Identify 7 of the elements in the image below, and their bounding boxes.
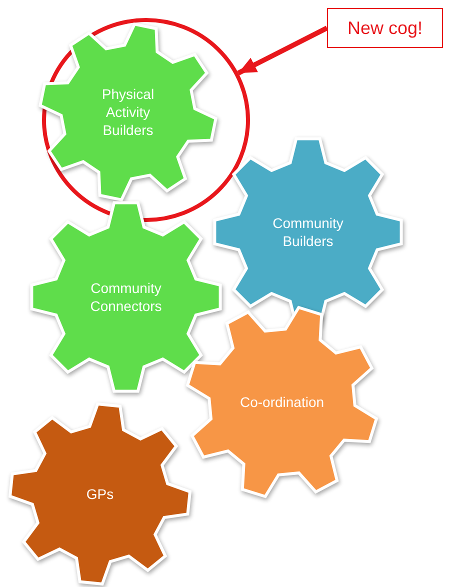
callout-box: New cog! [327,8,443,48]
arrow [237,26,328,76]
gear-label: Community Connectors [89,279,163,315]
gear-label: Physical Activity Builders [100,85,156,139]
gear-label: Co-ordination [239,393,325,411]
gear-label: Community Builders [272,214,344,250]
gear-label: GPs [85,485,115,503]
